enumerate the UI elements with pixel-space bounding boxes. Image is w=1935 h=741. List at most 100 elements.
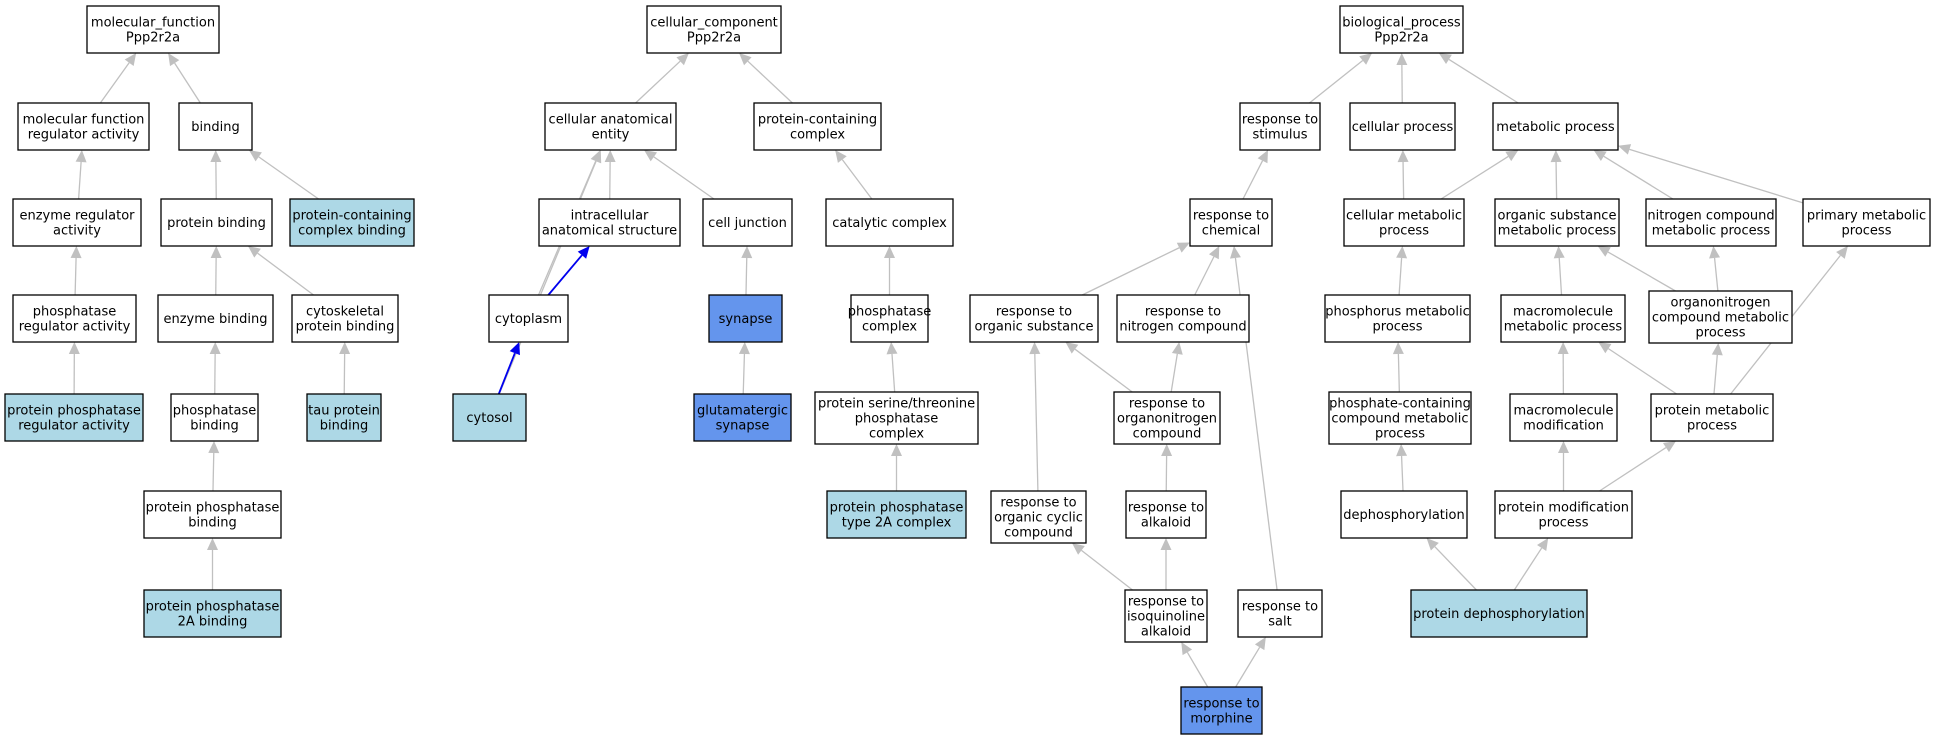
node-label-line: regulator activity (18, 419, 130, 434)
edge-dephos-to-phos_cont_metab (1396, 444, 1408, 492)
node-label-line: Ppp2r2a (126, 31, 180, 46)
node-label-line: tau protein (308, 404, 380, 419)
node-box (12, 198, 142, 247)
node-box (306, 393, 382, 442)
edge-line (653, 156, 715, 200)
arrowhead-icon (1537, 538, 1549, 552)
arrowhead-icon (124, 53, 137, 66)
node-label-line: protein phosphatase (146, 501, 280, 516)
node-label-line: response to (1128, 595, 1204, 610)
node-protein-binding: protein binding (160, 198, 273, 247)
edge-line (1629, 148, 1804, 204)
edge-line (99, 62, 130, 104)
node-box (160, 198, 273, 247)
edge-cae-to-cc_root (635, 53, 689, 104)
edge-phos_metab-to-cell_metab (1396, 246, 1408, 296)
arrowhead-icon (208, 441, 220, 454)
edge-resp_isoq-to-resp_alkaloid (1160, 538, 1172, 590)
node-label-line: modification (1523, 419, 1604, 434)
edge-phosphatase_reg-to-enzyme_reg (70, 246, 82, 296)
edge-pc_complex-to-cc_root (739, 53, 793, 104)
edge-binding-to-mf_root (168, 53, 201, 104)
arrowhead-icon (247, 246, 261, 258)
node-box (1648, 290, 1793, 344)
arrowhead-icon (509, 342, 520, 356)
node-label-line: cellular metabolic (1346, 209, 1462, 224)
node-label-line: cell junction (708, 216, 787, 231)
edge-resp_morphine-to-resp_isoq (1181, 642, 1209, 688)
edge-cell_proc-to-bp_root (1396, 53, 1408, 104)
node-box (814, 391, 979, 445)
edges-layer (68, 53, 1848, 688)
edge-line (1235, 646, 1261, 688)
node-box (1124, 589, 1208, 643)
edge-prot_mod-to-macro_mod (1558, 441, 1569, 491)
edge-resp_nitro-to-resp_chem (1194, 246, 1220, 296)
edge-enzyme_reg-to-mf_regulator (75, 150, 87, 200)
node-box (1650, 393, 1774, 442)
edge-resp_chem-to-resp_stim (1242, 150, 1269, 200)
node-label-line: dephosphorylation (1343, 508, 1464, 523)
node-box (1494, 490, 1633, 539)
node-box (753, 102, 882, 151)
edge-cell_metab-to-metab_proc (1440, 150, 1519, 200)
edge-protein_binding-to-binding (210, 150, 222, 200)
edge-prot_dephos-to-prot_mod (1513, 538, 1549, 591)
edge-line (497, 352, 516, 395)
edge-cytoplasm-to-ias (547, 246, 590, 296)
edge-organonitro_metab-to-org_sub_metab (1597, 246, 1676, 292)
node-label-line: process (1687, 419, 1737, 434)
node-box (452, 393, 527, 442)
node-box (850, 294, 929, 343)
node-label-line: regulator activity (19, 320, 131, 335)
node-label-line: complex (790, 128, 845, 143)
edge-macro_mod-to-macro_metab (1557, 342, 1569, 395)
arrowhead-icon (738, 342, 750, 355)
node-label-line: 2A binding (178, 615, 248, 630)
edge-line (1309, 59, 1364, 104)
edge-line (258, 156, 319, 200)
node-box (488, 294, 569, 343)
arrowhead-icon (1396, 444, 1408, 457)
edge-line (742, 353, 746, 395)
node-label-line: protein dephosphorylation (1413, 607, 1585, 622)
node-label-line: protein phosphatase (830, 501, 964, 516)
arrowhead-icon (1593, 150, 1607, 161)
arrowhead-icon (1392, 342, 1404, 355)
edge-line (1397, 353, 1400, 393)
node-box (4, 393, 144, 442)
edge-phos_cont_metab-to-phos_metab (1392, 342, 1404, 393)
node-metab-proc: metabolic process (1492, 102, 1619, 151)
edge-line (1599, 447, 1667, 492)
arrowhead-icon (1071, 543, 1085, 555)
edge-line (212, 452, 215, 492)
node-label-line: response to (1193, 209, 1269, 224)
arrowhead-icon (1618, 144, 1632, 155)
arrowhead-icon (1836, 246, 1848, 259)
arrowhead-icon (1254, 637, 1266, 651)
node-label-line: organic cyclic (994, 511, 1083, 526)
edge-enzyme_binding-to-protein_binding (210, 246, 222, 296)
node-label-line: binding (188, 516, 236, 531)
node-label-line: process (1696, 326, 1746, 341)
node-label-line: phosphate-containing (1329, 397, 1471, 412)
edge-line (74, 257, 77, 296)
node-label-line: protein modification (1498, 501, 1629, 516)
edge-line (77, 161, 82, 200)
edge-ias-to-cae (604, 150, 616, 200)
edge-phosphatase_complex-to-catalytic_complex (884, 246, 895, 295)
arrowhead-icon (1597, 246, 1611, 257)
node-box (825, 198, 954, 247)
edge-org_sub_metab-to-metab_proc (1550, 150, 1562, 200)
node-label-line: organic substance (1498, 209, 1617, 224)
